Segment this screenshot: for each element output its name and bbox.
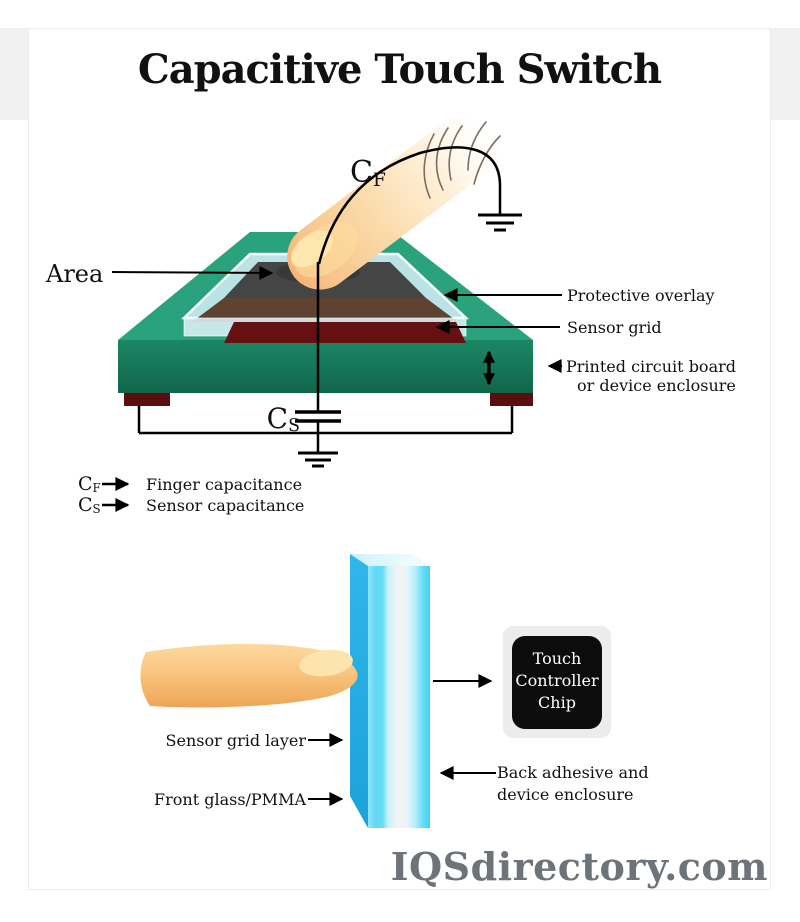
touch-panel [350,554,430,828]
watermark: IQSdirectory.com [391,845,768,890]
area-arrow [111,265,274,280]
legend: CF Finger capacitance CS Sensor capacita… [78,473,304,516]
panel-side-face [350,554,368,828]
finger-ground-wire [317,146,502,265]
sensor-grid-bar [224,322,466,343]
watermark-text: IQSdirectory.com [390,845,768,889]
legend-cs-text: Sensor capacitance [146,496,304,515]
sensor-grid-layer-label: Sensor grid layer [166,731,307,750]
panel-front-face [368,566,430,828]
chip-label-line1: Touch [533,649,582,668]
touch-controller-chip: Touch Controller Chip [503,626,611,738]
pcb-label-line2: or device enclosure [577,376,736,395]
circuit-rail [137,406,514,452]
pcb-label-line1: Printed circuit board [566,357,736,376]
finger-nail [299,649,353,677]
bottom-diagram: Touch Controller Chip Sensor grid layer … [140,554,649,828]
chip-label-line2: Controller [515,671,599,690]
ground-symbol-sensor [298,451,338,468]
capacitor-symbol [295,410,341,423]
front-glass-label: Front glass/PMMA [154,790,306,809]
chip-label-line3: Chip [538,693,576,712]
page-title: Capacitive Touch Switch [137,46,662,93]
top-diagram: CF CS [45,112,736,516]
field-lines [423,121,501,199]
sensor-layer-brown [192,298,458,322]
back-adhesive-label-line2: device enclosure [497,785,634,804]
panel-top-face [350,554,430,566]
legend-cf-symbol: CF [78,473,101,495]
pcb-foot-right [490,393,533,406]
top-finger [287,112,501,290]
legend-row-sensor-capacitance: CS Sensor capacitance [78,494,304,516]
pcb-front-face [118,340,533,393]
finger-nail [291,230,333,268]
chip-body [512,636,602,729]
bottom-finger [140,643,358,708]
background-strip-right [771,28,800,120]
legend-cs-symbol: CS [78,494,101,516]
sensor-grid-label: Sensor grid [567,318,662,337]
cs-symbol-label: CS [267,402,300,436]
protective-overlay-label: Protective overlay [567,286,715,305]
background-strip-left [0,28,28,120]
area-label: Area [45,260,103,288]
legend-row-finger-capacitance: CF Finger capacitance [78,473,302,495]
pcb-foot-left [124,393,170,406]
legend-cf-text: Finger capacitance [146,475,302,494]
back-adhesive-label-line1: Back adhesive and [497,763,649,782]
ground-symbol-finger [478,213,522,232]
